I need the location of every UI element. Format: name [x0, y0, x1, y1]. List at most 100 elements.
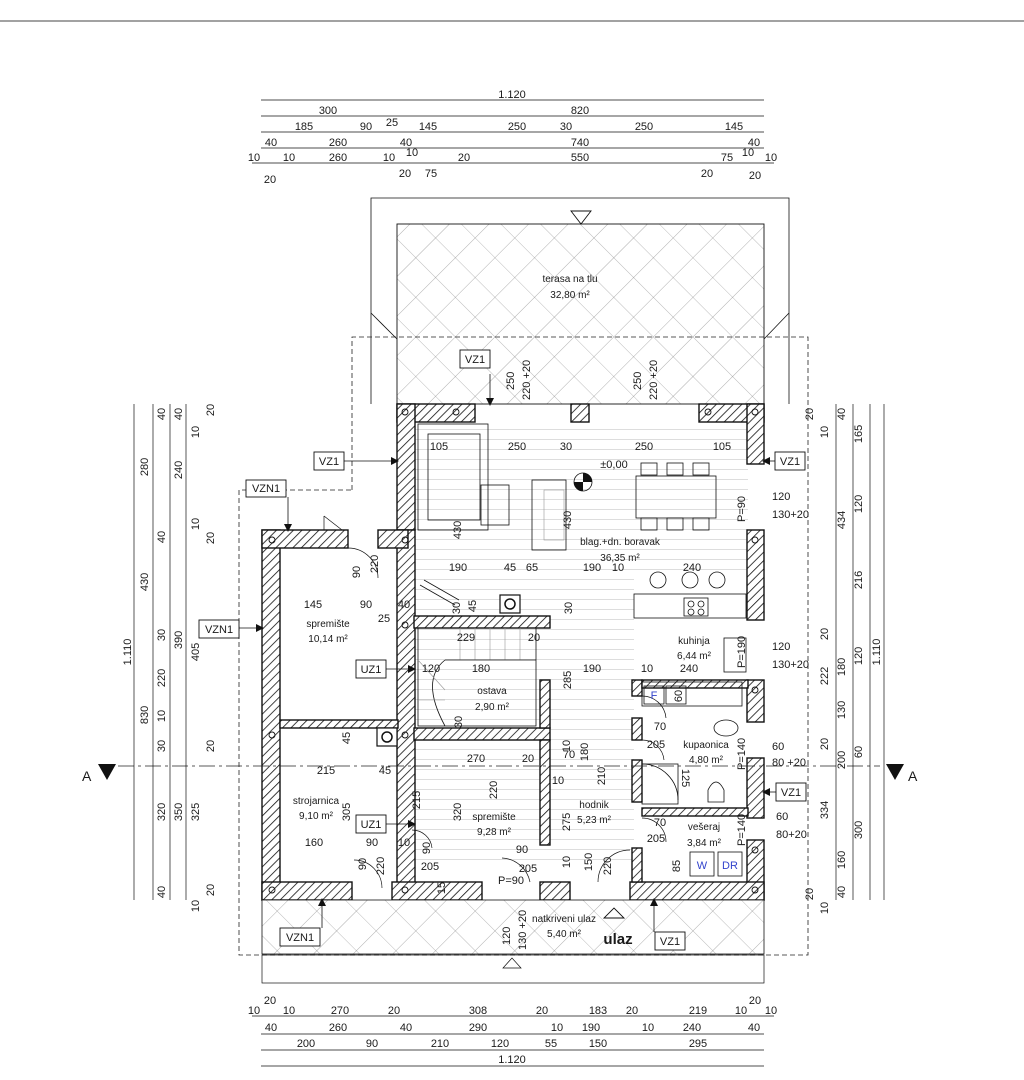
dim-bottom: 295: [689, 1038, 707, 1050]
dim-bottom-overall: 1.120: [498, 1054, 526, 1066]
dim-bottom: 10: [283, 1005, 295, 1017]
tag-vz1: VZ1: [660, 936, 680, 948]
dim-top: 550: [571, 152, 589, 164]
dim-left: 350: [173, 803, 185, 821]
dim-top: 40: [265, 137, 277, 149]
living-floor: [414, 420, 748, 570]
internal-dim: 220: [375, 857, 387, 875]
tag-vz1: VZ1: [781, 787, 801, 799]
room-area-bathroom: 4,80 m²: [689, 755, 724, 766]
internal-dim: 15: [436, 882, 448, 894]
dim-left: 405: [190, 643, 202, 661]
opening-label: 250: [505, 372, 517, 390]
dim-bottom: 183: [589, 1005, 607, 1017]
dim-right: 434: [836, 511, 848, 529]
dim-right: 120: [853, 495, 865, 513]
dim-bottom: 90: [366, 1038, 378, 1050]
dim-bottom: 10: [642, 1022, 654, 1034]
internal-dim: 190: [449, 562, 467, 574]
internal-dim: 215: [317, 765, 335, 777]
dim-bottom: 210: [431, 1038, 449, 1050]
dim-left: 30: [156, 740, 168, 752]
dim-bottom: 20: [749, 995, 761, 1007]
dim-left-overall: 1.110: [122, 639, 134, 666]
dim-right: 60: [853, 746, 865, 758]
dim-top: 10: [742, 147, 754, 159]
internal-dim: 270: [467, 753, 485, 765]
internal-dim: 320: [452, 803, 464, 821]
internal-dim: 10: [641, 663, 653, 675]
washer-label: W: [697, 860, 708, 872]
dim-bottom: 10: [765, 1005, 777, 1017]
internal-dim: 125: [679, 769, 691, 787]
tag-uz1: UZ1: [361, 664, 382, 676]
dim-top: 10: [406, 147, 418, 159]
internal-dim: 180: [472, 663, 490, 675]
dim-left: 40: [156, 408, 168, 420]
dim-right: 20: [804, 408, 816, 420]
dim-top: 20: [458, 152, 470, 164]
level-label: ±0,00: [600, 459, 627, 471]
internal-dim: 205: [647, 739, 665, 751]
columns: [268, 408, 759, 894]
wall-type-tags: VZ1 VZ1 VZ1 VZN1 VZN1 UZ1 UZ1 VZ1 VZN1: [198, 349, 807, 951]
roof-outline: [238, 336, 809, 956]
room-name-laundry: vešeraj: [688, 822, 720, 833]
opening-label: P=190: [736, 636, 748, 668]
dim-left: 430: [139, 573, 151, 591]
internal-dim: 240: [680, 663, 698, 675]
dim-right-overall: 1.110: [871, 639, 883, 666]
internal-dim: 30: [453, 716, 465, 728]
dim-top: 40: [748, 137, 760, 149]
internal-dim: 45: [504, 562, 516, 574]
room-area-storage-2: 9,28 m²: [477, 827, 512, 838]
internal-dim: 90: [351, 566, 363, 578]
room-name-porch: natkriveni ulaz: [532, 914, 596, 925]
room-name-hallway: hodnik: [579, 800, 609, 811]
dim-left: 10: [156, 710, 168, 722]
dim-bottom: 40: [748, 1022, 760, 1034]
internal-dim: 90: [360, 599, 372, 611]
dim-bottom: 20: [388, 1005, 400, 1017]
dim-left: 20: [205, 404, 217, 416]
internal-dim: 285: [562, 671, 574, 689]
room-area-porch: 5,40 m²: [547, 929, 582, 940]
tag-vzn1: VZN1: [286, 932, 314, 944]
internal-dim: 205: [421, 861, 439, 873]
dim-top: 20: [749, 170, 761, 182]
opening-label: 220 +20: [521, 360, 533, 400]
section-marker-left: [98, 764, 116, 780]
dim-bottom: 240: [683, 1022, 701, 1034]
opening-label: 250: [632, 372, 644, 390]
opening-label: 80 +20: [772, 757, 806, 769]
dim-right: 216: [853, 571, 865, 589]
dim-right: 120: [853, 647, 865, 665]
dim-bottom: 260: [329, 1022, 347, 1034]
opening-label: P=90: [736, 496, 748, 522]
tag-vzn1: VZN1: [205, 624, 233, 636]
dim-right: 222: [819, 667, 831, 685]
internal-dim: 205: [519, 863, 537, 875]
dim-bottom: 10: [735, 1005, 747, 1017]
opening-label: 60: [776, 811, 788, 823]
internal-dim: 220: [369, 555, 381, 573]
dim-right: 300: [853, 821, 865, 839]
internal-dim: 430: [452, 521, 464, 539]
internal-dim: 90: [366, 837, 378, 849]
room-area-living: 36,35 m²: [600, 553, 640, 564]
internal-dim: 10: [552, 775, 564, 787]
dim-right: 20: [819, 628, 831, 640]
internal-dim: 45: [379, 765, 391, 777]
internal-dim: 65: [526, 562, 538, 574]
room-name-living: blag.+dn. boravak: [580, 537, 661, 548]
dim-bottom: 200: [297, 1038, 315, 1050]
dim-left: 325: [190, 803, 202, 821]
opening-label: 105: [430, 441, 448, 453]
internal-dim: 70: [563, 749, 575, 761]
room-area-kitchen: 6,44 m²: [677, 651, 712, 662]
dim-right: 40: [836, 408, 848, 420]
internal-dim: 160: [305, 837, 323, 849]
dim-top: 145: [419, 121, 437, 133]
internal-dim: 20: [522, 753, 534, 765]
internal-dim: 25: [378, 613, 390, 625]
